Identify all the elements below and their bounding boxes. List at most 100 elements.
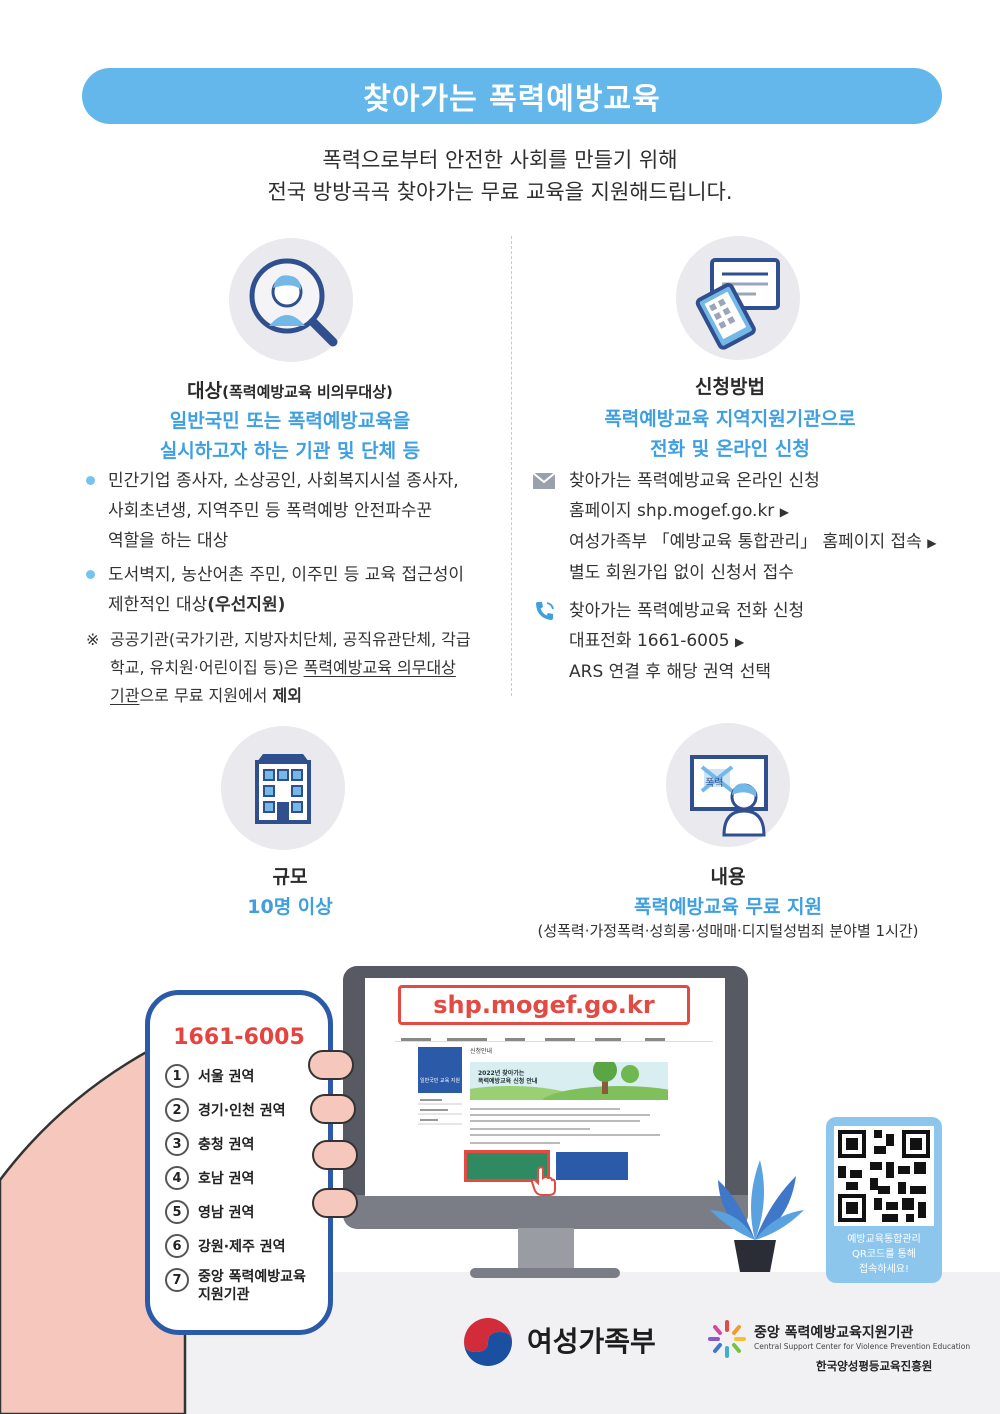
intro-line-2: 전국 방방곡곡 찾아가는 무료 교육을 지원해드립니다. <box>267 180 733 204</box>
person-magnifier-icon <box>249 258 338 347</box>
finger <box>308 1050 354 1080</box>
apply-highlight-1: 폭력예방교육 지역지원기관으로 <box>604 408 856 430</box>
bullet-dot <box>86 476 95 485</box>
target-note-underline-1: 폭력예방교육 의무대상 <box>303 658 456 677</box>
presentation-board-icon <box>690 755 768 837</box>
phone-hotline: 1661-6005 <box>173 1025 305 1050</box>
target-highlight: 일반국민 또는 폭력예방교육을 실시하고자 하는 기관 및 단체 등 <box>90 406 490 466</box>
region-label: 서울 권역 <box>198 1069 255 1085</box>
qr-caption-line-1: 예방교육통합관리 <box>847 1234 921 1245</box>
target-heading-sub: (폭력예방교육 비의무대상) <box>222 383 393 401</box>
qr-caption-line-3: 접속하세요! <box>858 1264 909 1275</box>
center-logo-icon <box>708 1320 746 1358</box>
center-logo-korean: 중앙 폭력예방교육지원기관 <box>754 1325 914 1341</box>
region-number: 7 <box>165 1268 189 1292</box>
region-number: 1 <box>165 1064 189 1088</box>
apply-online-portal: 여성가족부 「예방교육 통합관리」 홈페이지 접속 <box>569 532 922 552</box>
region-item[interactable]: 3 충청 권역 <box>165 1132 254 1156</box>
note-mark: ※ <box>86 630 100 649</box>
site-side-title-text: 일반국민 교육 지원 <box>420 1078 460 1084</box>
site-secondary-button[interactable] <box>556 1152 628 1180</box>
finger <box>310 1094 356 1124</box>
region-label-line-2: 지원기관 <box>198 1287 250 1303</box>
region-item[interactable]: 1 서울 권역 <box>165 1064 254 1088</box>
apply-phone-ars: ARS 연결 후 해당 권역 선택 <box>569 662 772 682</box>
site-banner: 2022년 찾아가는 폭력예방교육 신청 안내 <box>470 1062 668 1100</box>
bullet-dot <box>86 570 95 579</box>
phone-call-icon <box>536 602 554 620</box>
arrow-right-icon: ▶ <box>779 505 789 519</box>
section-divider <box>511 236 512 696</box>
mogef-logo-icon <box>464 1318 512 1366</box>
region-number: 2 <box>165 1098 189 1122</box>
target-bullet-2-priority: (우선지원) <box>207 595 286 615</box>
target-note-underline-2: 기관 <box>110 686 140 705</box>
apply-icon-circle <box>676 236 800 360</box>
content-heading: 내용 <box>710 866 746 888</box>
target-bullet-1-line-3: 역할을 하는 대상 <box>108 531 229 551</box>
qr-code[interactable] <box>834 1126 934 1226</box>
arrow-right-icon: ▶ <box>735 635 745 649</box>
apply-highlight: 폭력예방교육 지역지원기관으로 전화 및 온라인 신청 <box>530 404 930 464</box>
target-note: ※ 공공기관(국가기관, 지방자치단체, 공직유관단체, 각급 학교, 유치원·… <box>86 626 506 710</box>
target-note-line-2: 학교, 유치원·어린이집 등)은 <box>110 658 304 677</box>
plant-illustration <box>710 1160 804 1272</box>
center-logo-english: Central Support Center for Violence Prev… <box>754 1342 971 1351</box>
envelope-icon <box>533 473 555 489</box>
scale-value: 10명 이상 <box>247 896 333 918</box>
region-item[interactable]: 4 호남 권역 <box>165 1166 254 1190</box>
apply-heading: 신청방법 <box>695 376 765 398</box>
board-text: 폭력 <box>705 778 724 789</box>
target-icon-circle <box>229 238 353 362</box>
region-label: 경기·인천 권역 <box>198 1103 286 1119</box>
scale-heading: 규모 <box>272 866 308 888</box>
target-bullet-1-line-1: 민간기업 종사자, 소상공인, 사회복지시설 종사자, <box>108 471 459 491</box>
monitor-base <box>470 1268 620 1278</box>
region-number: 3 <box>165 1132 189 1156</box>
arrow-right-icon: ▶ <box>927 536 937 550</box>
apply-phone-title: 찾아가는 폭력예방교육 전화 신청 <box>569 601 805 621</box>
apply-online-note: 별도 회원가입 없이 신청서 접수 <box>569 563 794 583</box>
finger <box>312 1140 358 1170</box>
cursor-hand-icon <box>530 1166 556 1196</box>
region-label: 영남 권역 <box>198 1205 255 1221</box>
qr-caption-line-2: QR코드를 통해 <box>852 1249 916 1260</box>
region-number: 5 <box>165 1200 189 1224</box>
region-number: 4 <box>165 1166 189 1190</box>
target-list: 민간기업 종사자, 소상공인, 사회복지시설 종사자, 사회초년생, 지역주민 … <box>86 466 506 710</box>
target-bullet-2: 도서벽지, 농산어촌 주민, 이주민 등 교육 접근성이 제한적인 대상(우선지… <box>86 560 506 620</box>
monitor-tablet-icon <box>695 258 780 350</box>
monitor-chin <box>343 1195 748 1229</box>
mogef-logo-text: 여성가족부 <box>527 1325 656 1358</box>
region-label: 호남 권역 <box>198 1171 255 1187</box>
target-bullet-2-line-2: 제한적인 대상 <box>108 595 208 615</box>
target-heading-main: 대상 <box>187 380 223 402</box>
target-note-line-3: 으로 무료 지원에서 <box>139 686 273 705</box>
content-detail: (성폭력·가정폭력·성희롱·성매매·디지털성범죄 분야별 1시간) <box>537 922 919 940</box>
apply-online-title: 찾아가는 폭력예방교육 온라인 신청 <box>569 471 820 491</box>
page-title: 찾아가는 폭력예방교육 <box>82 68 942 124</box>
site-apply-button[interactable] <box>464 1150 550 1182</box>
region-item[interactable]: 2 경기·인천 권역 <box>165 1098 285 1122</box>
apply-phone-number: 대표전화 1661-6005 <box>569 631 730 651</box>
site-side-menu <box>418 1096 462 1136</box>
apply-online-homepage: 홈페이지 shp.mogef.go.kr <box>569 501 775 521</box>
region-label: 충청 권역 <box>198 1137 255 1153</box>
target-bullet-1: 민간기업 종사자, 소상공인, 사회복지시설 종사자, 사회초년생, 지역주민 … <box>86 466 506 556</box>
site-banner-title: 2022년 찾아가는 <box>478 1070 525 1077</box>
url-box[interactable]: shp.mogef.go.kr <box>398 985 690 1025</box>
monitor-neck <box>518 1228 574 1272</box>
site-banner-subtitle: 폭력예방교육 신청 안내 <box>478 1078 538 1085</box>
target-bullet-1-line-2: 사회초년생, 지역주민 등 폭력예방 안전파수꾼 <box>108 501 433 521</box>
region-label: 강원·제주 권역 <box>198 1239 286 1255</box>
scale-icon-circle <box>221 726 345 850</box>
site-side-title: 일반국민 교육 지원 <box>418 1047 462 1093</box>
region-item[interactable]: 5 영남 권역 <box>165 1200 254 1224</box>
apply-highlight-2: 전화 및 온라인 신청 <box>650 438 810 460</box>
target-bullet-2-line-1: 도서벽지, 농산어촌 주민, 이주민 등 교육 접근성이 <box>108 565 465 585</box>
site-page-heading: 신청안내 <box>470 1048 493 1055</box>
region-label: 중앙 폭력예방교육 <box>198 1269 306 1285</box>
